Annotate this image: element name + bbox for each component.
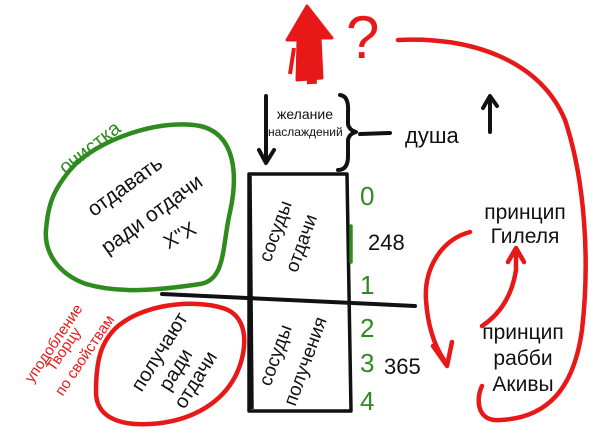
level-4: 4 — [360, 386, 375, 416]
count-365: 365 — [384, 354, 421, 379]
akiva-principle-line3: Акивы — [492, 373, 554, 396]
hillel-principle-line1: принцип — [484, 201, 566, 224]
soul-up-arrow — [481, 94, 499, 134]
hillel-principle-line2: Гилеля — [490, 225, 560, 248]
count-248: 248 — [368, 230, 405, 255]
desire-label-line2: наслаждений — [268, 125, 343, 139]
red-return-loop — [395, 37, 588, 423]
red-arrowhead-up — [505, 245, 527, 265]
question-mark: ? — [346, 4, 380, 71]
soul-label: душа — [405, 123, 459, 148]
level-3: 3 — [360, 348, 375, 378]
red-arrow-to-lower — [423, 229, 473, 363]
red-arrow-up — [479, 251, 519, 329]
akiva-principle-line1: принцип — [482, 321, 564, 344]
desire-bracket — [257, 93, 392, 172]
vessel-box — [247, 172, 353, 413]
desire-label-line1: желание — [277, 106, 333, 122]
green-blob — [43, 122, 237, 293]
red-up-arrow — [285, 4, 334, 85]
level-1: 1 — [360, 270, 375, 300]
level-0: 0 — [360, 181, 375, 211]
divider-line — [160, 292, 417, 308]
red-blob — [93, 301, 247, 427]
red-arrowhead-lower — [430, 339, 455, 369]
level-2: 2 — [360, 313, 375, 343]
akiva-principle-line2: рабби — [493, 347, 553, 370]
